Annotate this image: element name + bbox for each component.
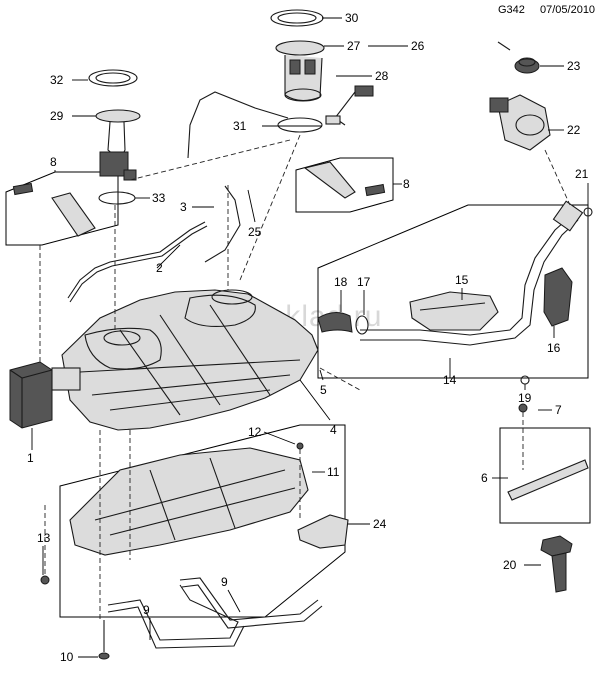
callout-22: 22 — [567, 123, 581, 137]
callout-15: 15 — [455, 273, 469, 287]
seal-ring-31 — [277, 117, 323, 133]
callout-9a: 9 — [143, 603, 150, 617]
callout-28: 28 — [375, 69, 389, 83]
callout-3: 3 — [180, 200, 187, 214]
frame-bracket-8-right — [295, 157, 394, 213]
callout-14: 14 — [443, 373, 457, 387]
callout-19: 19 — [518, 391, 532, 405]
callout-5: 5 — [320, 383, 327, 397]
callout-23: 23 — [567, 59, 581, 73]
callout-8a: 8 — [50, 155, 57, 169]
lock-ring-32 — [88, 69, 138, 87]
bolt-12 — [296, 442, 304, 450]
callout-21: 21 — [575, 167, 589, 181]
callout-4: 4 — [330, 423, 337, 437]
level-sender-28 — [325, 85, 374, 126]
callout-2: 2 — [156, 261, 163, 275]
spacer-6 — [507, 459, 589, 501]
fuel-tank — [61, 289, 319, 431]
callout-labels: 30 27 26 28 31 32 29 33 23 22 21 8 8 3 2… — [27, 11, 589, 664]
filler-hose-18 — [317, 312, 353, 333]
assembly-guide-lines — [39, 134, 571, 620]
callout-33: 33 — [152, 191, 166, 205]
callout-18: 18 — [334, 275, 348, 289]
callout-11: 11 — [327, 465, 340, 479]
callout-16: 16 — [547, 341, 561, 355]
bolt-10 — [98, 620, 110, 660]
callout-8b: 8 — [403, 177, 410, 191]
callout-9b: 9 — [221, 575, 228, 589]
bracket-16 — [543, 267, 573, 327]
bolt-7 — [518, 403, 528, 470]
fuel-pump-module-29 — [95, 109, 141, 181]
clip-21 — [583, 207, 593, 217]
bolt-20 — [540, 535, 573, 593]
filler-cap-23 — [497, 41, 540, 74]
callout-32: 32 — [50, 73, 64, 87]
diagram-code: G342 — [498, 4, 525, 16]
callout-13: 13 — [37, 531, 51, 545]
grommet-19 — [520, 375, 530, 385]
underbody-shield — [69, 447, 309, 556]
bracket-24 — [297, 514, 349, 549]
filler-pipe-14 — [360, 200, 584, 346]
lock-ring-30 — [270, 9, 324, 27]
bracket-8-left-part — [12, 182, 96, 237]
tank-strap-9-left — [107, 584, 245, 649]
fuel-feed-line — [187, 91, 289, 263]
tank-strap-9-right — [179, 577, 323, 629]
vent-line — [67, 221, 208, 303]
bolt-13 — [40, 575, 50, 585]
callout-25: 25 — [248, 225, 262, 239]
fuel-pump-module-27 — [275, 40, 325, 102]
filler-housing-22 — [489, 94, 551, 151]
leader-lines — [31, 17, 589, 658]
callout-20: 20 — [503, 558, 517, 572]
bracket-8-right-part — [303, 161, 386, 199]
frame-filler-pipe-group — [317, 204, 589, 379]
callout-12: 12 — [248, 425, 262, 439]
callout-10: 10 — [60, 650, 74, 664]
callout-27: 27 — [347, 39, 361, 53]
callout-31: 31 — [233, 119, 247, 133]
callout-7: 7 — [555, 403, 562, 417]
callout-1: 1 — [27, 451, 34, 465]
clamp-17 — [355, 315, 369, 335]
callout-26: 26 — [411, 39, 425, 53]
frame-spacer-6 — [499, 427, 591, 524]
callout-29: 29 — [50, 109, 64, 123]
heat-shield-15 — [409, 291, 499, 331]
callout-17: 17 — [357, 275, 371, 289]
callout-6: 6 — [481, 471, 488, 485]
seal-ring-33 — [98, 191, 136, 205]
frame-strap-group — [59, 424, 346, 618]
evap-canister — [9, 361, 81, 429]
diagram-date: 07/05/2010 — [540, 4, 596, 16]
callout-24: 24 — [373, 517, 387, 531]
callout-30: 30 — [345, 11, 359, 25]
